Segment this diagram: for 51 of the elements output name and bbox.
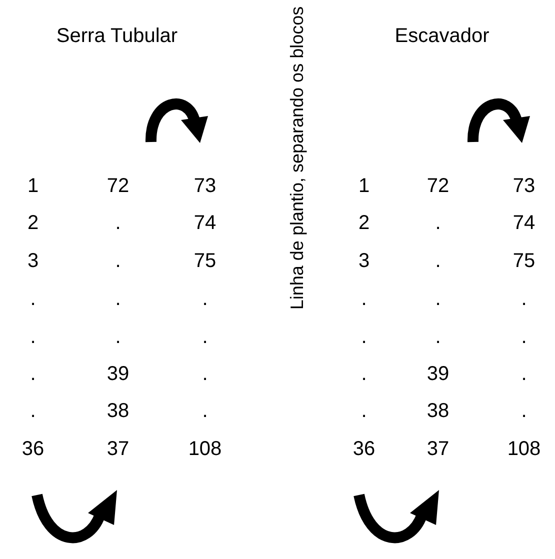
table-cell: . (521, 325, 527, 349)
table-cell: . (435, 249, 441, 273)
table-cell: . (521, 362, 527, 386)
table-cell: . (521, 399, 527, 423)
table-cell: . (30, 325, 36, 349)
table-cell: . (30, 362, 36, 386)
table-cell: . (361, 399, 367, 423)
table-cell: 36 (352, 437, 376, 461)
table-cell: . (361, 287, 367, 311)
table-cell: 1 (358, 174, 370, 198)
table-cell: . (202, 325, 208, 349)
table-cell: 3 (358, 249, 370, 273)
table-cell: . (115, 211, 121, 235)
table-cell: 73 (512, 174, 536, 198)
table-cell: . (30, 399, 36, 423)
table-cell: . (30, 287, 36, 311)
vertical-label: Linha de plantio, separando os blocos (286, 6, 308, 310)
table-cell: 2 (27, 211, 39, 235)
table-cell: 38 (106, 399, 130, 423)
table-cell: 36 (22, 437, 44, 461)
table-cell: 39 (426, 362, 450, 386)
table-cell: . (435, 325, 441, 349)
heading: Serra Tubular (56, 24, 178, 48)
table-cell: 37 (106, 437, 130, 461)
table-cell: 75 (512, 249, 536, 273)
table-cell: 72 (426, 174, 450, 198)
table-cell: . (115, 287, 121, 311)
table-cell: 72 (106, 174, 130, 198)
table-cell: . (202, 399, 208, 423)
table-cell: . (521, 287, 527, 311)
table-cell: . (361, 362, 367, 386)
table-cell: . (115, 249, 121, 273)
table-cell: 2 (358, 211, 370, 235)
table-cell: 39 (106, 362, 130, 386)
table-cell: 108 (507, 437, 541, 461)
table-cell: 74 (194, 211, 216, 235)
table-cell: 73 (194, 174, 216, 198)
table-cell: 75 (194, 249, 216, 273)
table-cell: . (115, 325, 121, 349)
table-cell: . (435, 211, 441, 235)
heading: Escavador (394, 24, 490, 48)
table-cell: . (202, 362, 208, 386)
table-cell: 38 (426, 399, 450, 423)
table-cell: 3 (27, 249, 39, 273)
table-cell: 74 (512, 211, 536, 235)
table-cell: . (361, 325, 367, 349)
table-cell: . (202, 287, 208, 311)
table-cell: . (435, 287, 441, 311)
table-cell: 1 (27, 174, 39, 198)
table-cell: 108 (188, 437, 222, 461)
table-cell: 37 (426, 437, 450, 461)
